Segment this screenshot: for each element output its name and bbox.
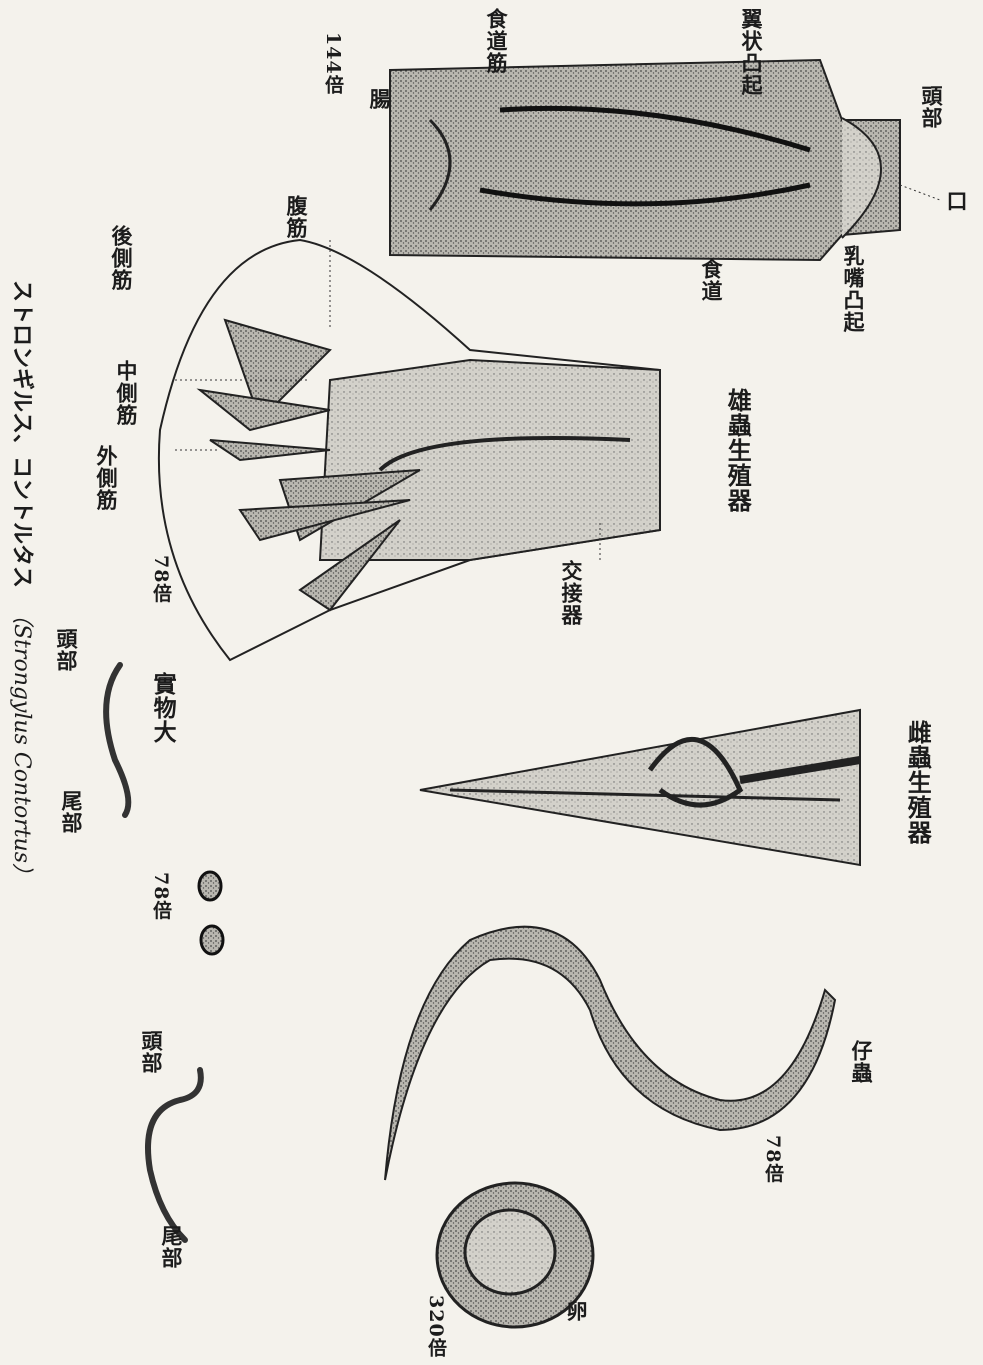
label-ventral-rib: 腹筋	[285, 195, 307, 239]
actual-size-2-tail: 尾部	[160, 1225, 182, 1269]
magnification-egg: 320倍	[425, 1295, 445, 1358]
actual-size-worm	[106, 665, 128, 815]
magnification-head: 144倍	[322, 32, 342, 95]
label-head: 頭部	[920, 85, 942, 129]
larva-title: 仔蟲	[850, 1040, 872, 1084]
label-mouth: 口	[945, 190, 967, 212]
magnification-male: 78倍	[150, 555, 170, 603]
actual-size-title: 實物大	[150, 672, 174, 744]
label-wing-process: 翼状凸起	[740, 8, 762, 96]
magnification-larva: 78倍	[762, 1135, 782, 1183]
label-papilla: 乳嘴凸起	[842, 245, 864, 333]
label-esophagus-muscle: 食道筋	[485, 8, 507, 74]
plate-caption: ストロンギルス、コントルタス （Strongylus Contortus）	[8, 280, 40, 1280]
head-figure	[390, 60, 900, 260]
actual-size-head: 頭部	[55, 628, 77, 672]
label-esophagus: 食道	[700, 258, 722, 302]
label-external-lateral-rib: 外側筋	[95, 445, 117, 511]
actual-size-worm-2	[148, 1070, 201, 1240]
caption-latin: （Strongylus Contortus）	[9, 602, 34, 885]
actual-size-2-head: 頭部	[140, 1030, 162, 1074]
actual-size-tail: 尾部	[60, 790, 82, 834]
female-title: 雌蟲生殖器	[905, 720, 930, 845]
label-middle-lateral-rib: 中側筋	[115, 360, 137, 426]
egg-title: 卵	[565, 1300, 587, 1322]
label-posterior-lateral-rib: 後側筋	[110, 225, 132, 291]
male-title: 雄蟲生殖器	[725, 388, 750, 513]
label-spicule: 交接器	[560, 560, 582, 626]
female-figure	[420, 710, 860, 865]
egg-pair	[199, 872, 223, 954]
male-bursa-figure	[159, 240, 660, 660]
label-intestine: 腸	[368, 88, 390, 110]
caption-kana: ストロンギルス、コントルタス	[9, 280, 35, 588]
magnification-egg-pair: 78倍	[150, 872, 170, 920]
